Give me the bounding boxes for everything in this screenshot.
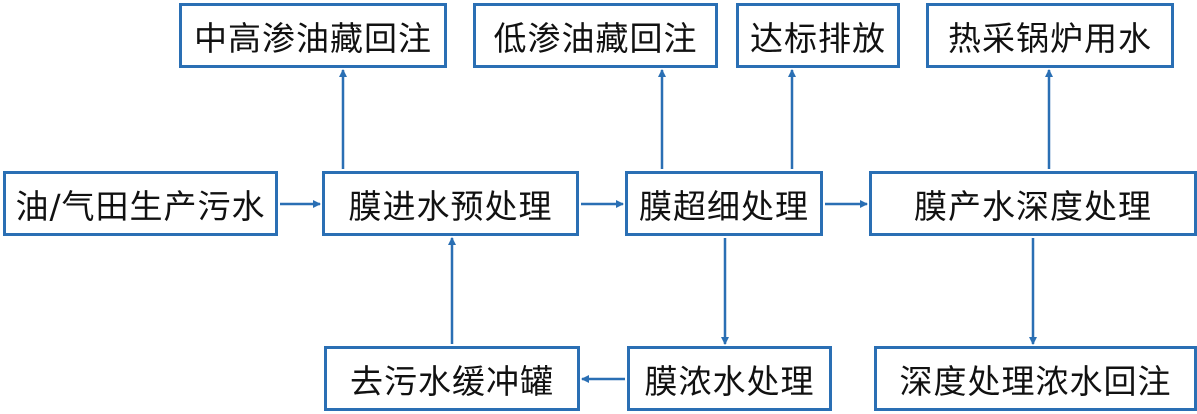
- node-oilfield-wastewater: 油/气田生产污水: [3, 171, 278, 236]
- node-discharge: 达标排放: [736, 3, 900, 68]
- node-membrane-ultrafine: 膜超细处理: [625, 171, 823, 236]
- node-membrane-pretreatment: 膜进水预处理: [322, 171, 579, 236]
- node-mid-high-perm-reinjection: 中高渗油藏回注: [179, 3, 447, 68]
- node-boiler-water: 热采锅炉用水: [926, 3, 1174, 68]
- node-membrane-deep: 膜产水深度处理: [869, 171, 1197, 236]
- node-deep-concentrate-reinjection: 深度处理浓水回注: [874, 346, 1197, 411]
- node-buffer-tank: 去污水缓冲罐: [324, 346, 580, 411]
- node-concentrate-treatment: 膜浓水处理: [627, 346, 832, 411]
- node-low-perm-reinjection: 低渗油藏回注: [473, 3, 718, 68]
